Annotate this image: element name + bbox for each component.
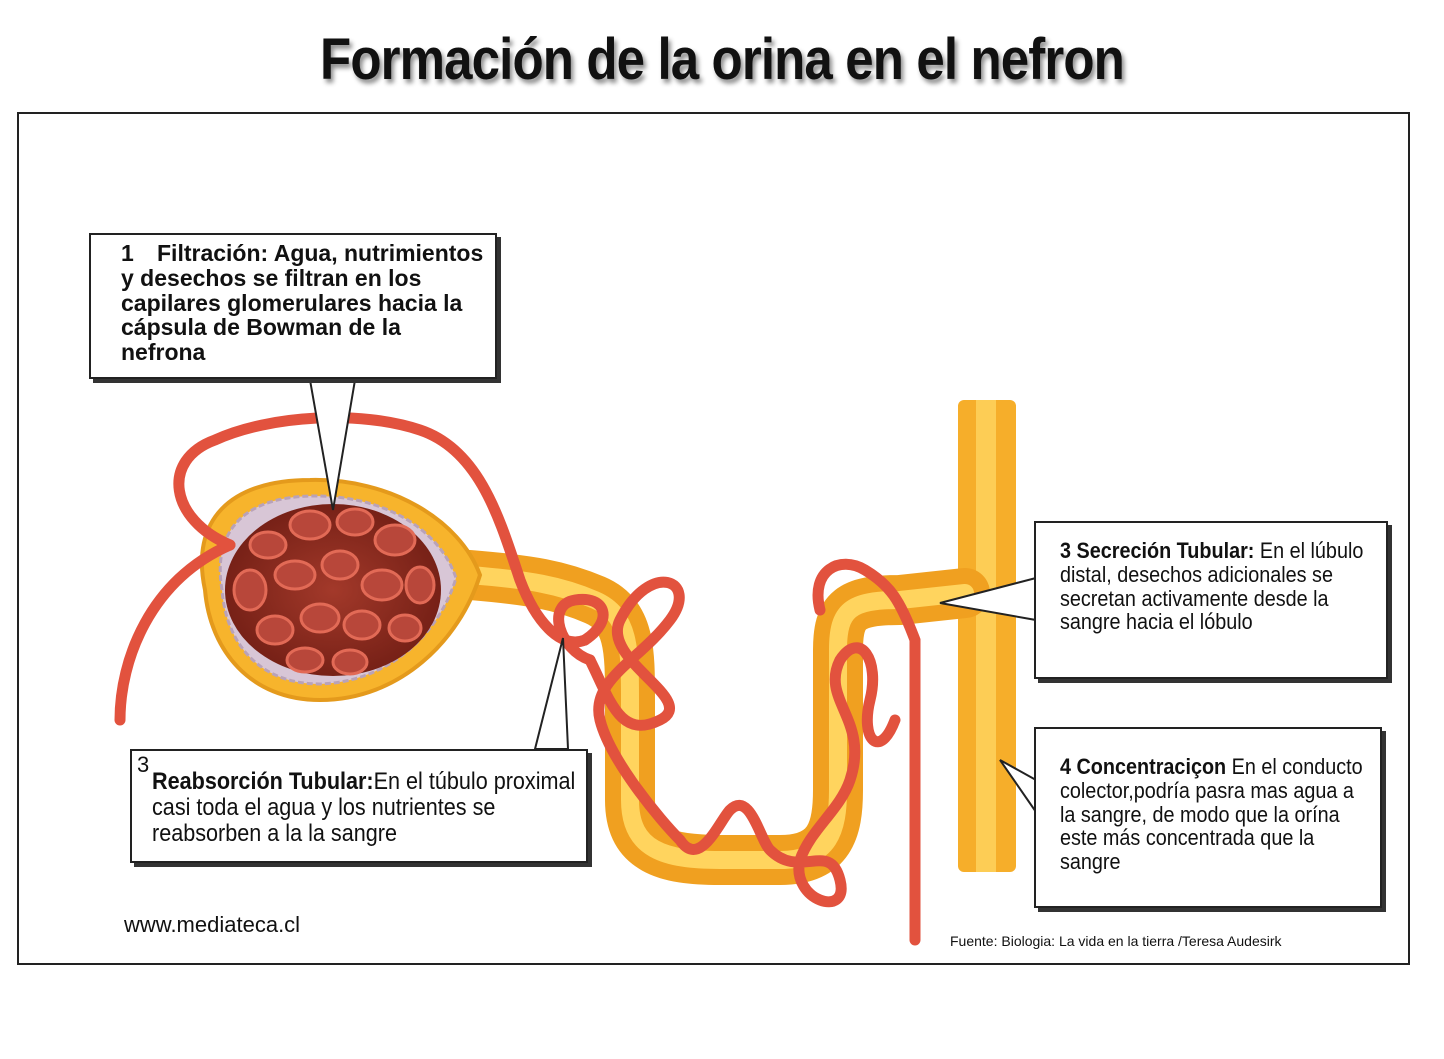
collecting-duct [958, 400, 1016, 872]
reabsorption-number: 3 [137, 752, 150, 777]
concentration-heading: 4 Concentraciçon [1060, 754, 1227, 779]
page-title: Formación de la orina en el nefron [320, 27, 1125, 92]
reabsorption-text: En el túbulo proximal casi toda el agua … [152, 768, 576, 847]
blood-vessels [114, 412, 921, 946]
filtration-number: 1 [121, 240, 134, 266]
secretion-heading: 3 Secreción Tubular: [1060, 538, 1255, 563]
filtration-text: Filtración: Agua, nutrimientos y desecho… [121, 240, 484, 366]
concentration-callout: 4 Concentraciçon En el conducto colector… [1034, 727, 1382, 908]
concentration-text: En el conducto colector,podría pasra mas… [1060, 754, 1363, 874]
website-link[interactable]: www.mediateca.cl [124, 912, 301, 937]
source-credit: Fuente: Biologia: La vida en la tierra /… [950, 933, 1282, 949]
glomerulus [225, 504, 441, 676]
reabsorption-callout: 3 Reabsorción Tubular:En el túbulo proxi… [130, 749, 588, 863]
secretion-text: En el lúbulo distal, desechos adicionale… [1060, 538, 1364, 635]
secretion-callout: 3 Secreción Tubular: En el lúbulo distal… [1034, 521, 1388, 679]
reabsorption-heading: Reabsorción Tubular: [152, 768, 374, 795]
diagram-frame [17, 112, 1410, 965]
